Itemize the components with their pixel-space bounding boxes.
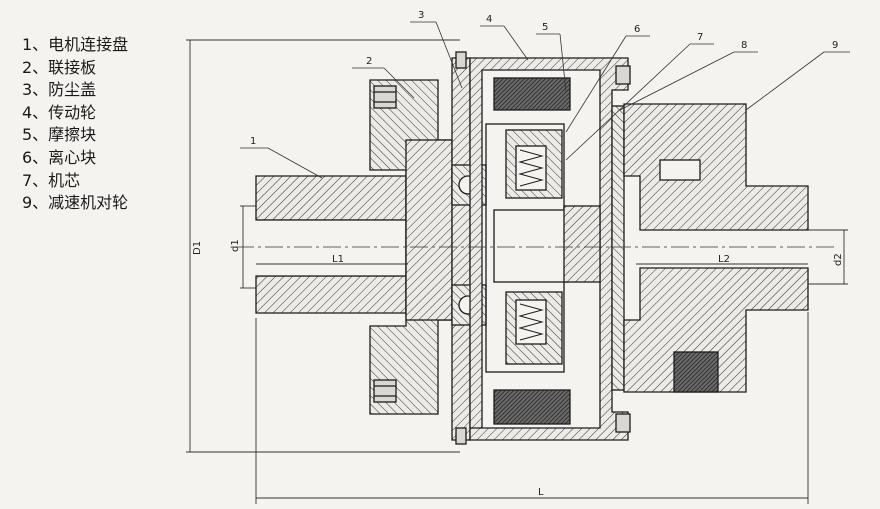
dim-L2: L2 [718, 254, 730, 265]
centrifugal-blocks [505, 129, 563, 365]
legend-item: 7、机芯 [22, 170, 81, 190]
legend-item: 6、离心块 [22, 147, 97, 167]
divider-plate [611, 105, 625, 391]
dim-L1: L1 [332, 254, 344, 265]
callout-labels: 1 2 3 4 5 6 7 8 9 [250, 10, 838, 147]
reducer-coupling [623, 103, 809, 393]
legend-item: 3、防尘盖 [22, 80, 97, 100]
motor-hub [255, 175, 407, 314]
legend-item: 4、传动轮 [22, 102, 97, 122]
legend-item: 2、联接板 [22, 57, 97, 77]
parts-legend: 1、电机连接盘 2、联接板 3、防尘盖 4、传动轮 5、摩擦块 6、离心块 7、… [22, 34, 128, 215]
dim-d1: d1 [230, 239, 241, 252]
dim-d2: d2 [833, 253, 844, 266]
legend-item: 9、减速机对轮 [22, 193, 129, 213]
dim-D1: D1 [192, 241, 203, 255]
dim-L: L [538, 487, 544, 498]
drive-wheel [469, 57, 631, 441]
callout-2: 2 [366, 56, 372, 67]
callout-3: 3 [418, 10, 424, 21]
callout-5: 5 [542, 22, 548, 33]
dimension-labels: D1 d1 L1 L2 d2 L [192, 239, 844, 498]
flange-bolts [373, 85, 397, 403]
legend-item: 5、摩擦块 [22, 125, 97, 145]
legend-item: 1、电机连接盘 [22, 35, 129, 54]
friction-blocks [493, 77, 571, 425]
callout-9: 9 [832, 40, 838, 51]
core-hub [485, 123, 601, 373]
leader-lines [240, 21, 850, 179]
dust-cover [451, 51, 471, 445]
callout-1: 1 [250, 136, 256, 147]
dimension-lines [186, 39, 848, 504]
callout-7: 7 [697, 32, 703, 43]
callout-4: 4 [486, 14, 492, 25]
callout-6: 6 [634, 24, 640, 35]
callout-8: 8 [741, 40, 747, 51]
